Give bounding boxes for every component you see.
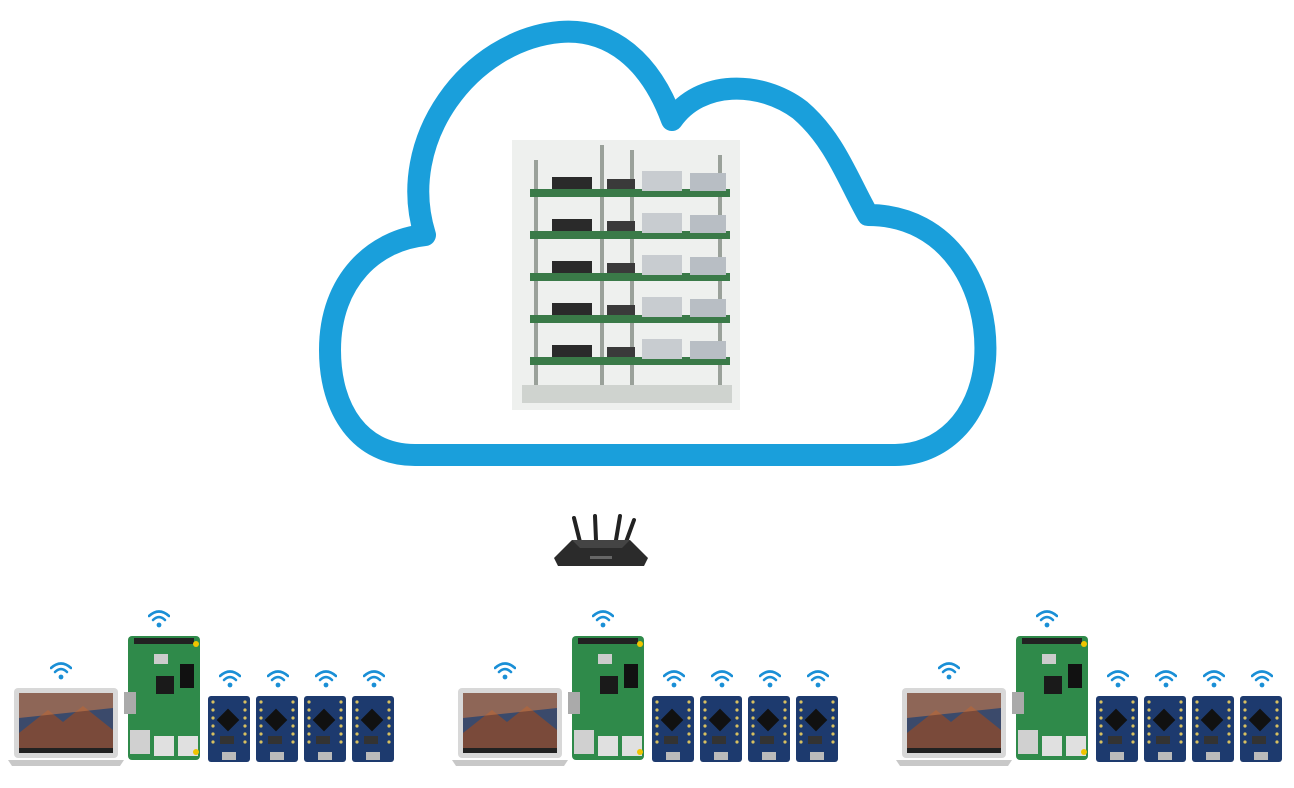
wifi-icon bbox=[592, 610, 614, 628]
cluster-board-layer bbox=[530, 171, 730, 197]
wifi-icon bbox=[1251, 670, 1273, 688]
device-group bbox=[8, 610, 398, 768]
esp-board-icon bbox=[652, 696, 694, 762]
laptop-icon bbox=[896, 688, 1012, 766]
raspberry-pi-cluster bbox=[512, 140, 740, 410]
cluster-board-layer bbox=[530, 297, 730, 323]
wifi-icon bbox=[267, 670, 289, 688]
cloud bbox=[319, 20, 997, 466]
raspberry-pi-board-icon bbox=[124, 636, 200, 760]
wifi-icon bbox=[1107, 670, 1129, 688]
wifi-icon bbox=[1155, 670, 1177, 688]
wifi-icon bbox=[315, 670, 337, 688]
esp-board-icon bbox=[352, 696, 394, 762]
wifi-icon bbox=[219, 670, 241, 688]
wifi-icon bbox=[759, 670, 781, 688]
cluster-board-layer bbox=[530, 339, 730, 365]
server-stack-icon bbox=[512, 140, 740, 410]
esp-board-icon bbox=[256, 696, 298, 762]
wifi-icon bbox=[938, 662, 960, 680]
esp-board-icon bbox=[1144, 696, 1186, 762]
cluster-board-layer bbox=[530, 213, 730, 239]
device-group bbox=[896, 610, 1286, 768]
wifi-icon bbox=[148, 610, 170, 628]
esp-board-icon bbox=[796, 696, 838, 762]
esp-board-icon bbox=[1192, 696, 1234, 762]
wifi-icon bbox=[1036, 610, 1058, 628]
wifi-icon bbox=[711, 670, 733, 688]
raspberry-pi-board-icon bbox=[568, 636, 644, 760]
wifi-icon bbox=[1203, 670, 1225, 688]
esp-board-icon bbox=[1240, 696, 1282, 762]
laptop-icon bbox=[452, 688, 568, 766]
raspberry-pi-board-icon bbox=[1012, 636, 1088, 760]
wifi-icon bbox=[494, 662, 516, 680]
router-icon bbox=[554, 514, 648, 566]
esp-board-icon bbox=[748, 696, 790, 762]
cluster-board-layer bbox=[530, 255, 730, 281]
wifi-icon bbox=[807, 670, 829, 688]
router bbox=[550, 512, 650, 568]
wifi-icon bbox=[363, 670, 385, 688]
laptop-icon bbox=[8, 688, 124, 766]
wifi-icon bbox=[663, 670, 685, 688]
esp-board-icon bbox=[304, 696, 346, 762]
wifi-icon bbox=[50, 662, 72, 680]
esp-board-icon bbox=[208, 696, 250, 762]
esp-board-icon bbox=[700, 696, 742, 762]
device-group bbox=[452, 610, 842, 768]
esp-board-icon bbox=[1096, 696, 1138, 762]
cloud-icon bbox=[319, 20, 997, 466]
